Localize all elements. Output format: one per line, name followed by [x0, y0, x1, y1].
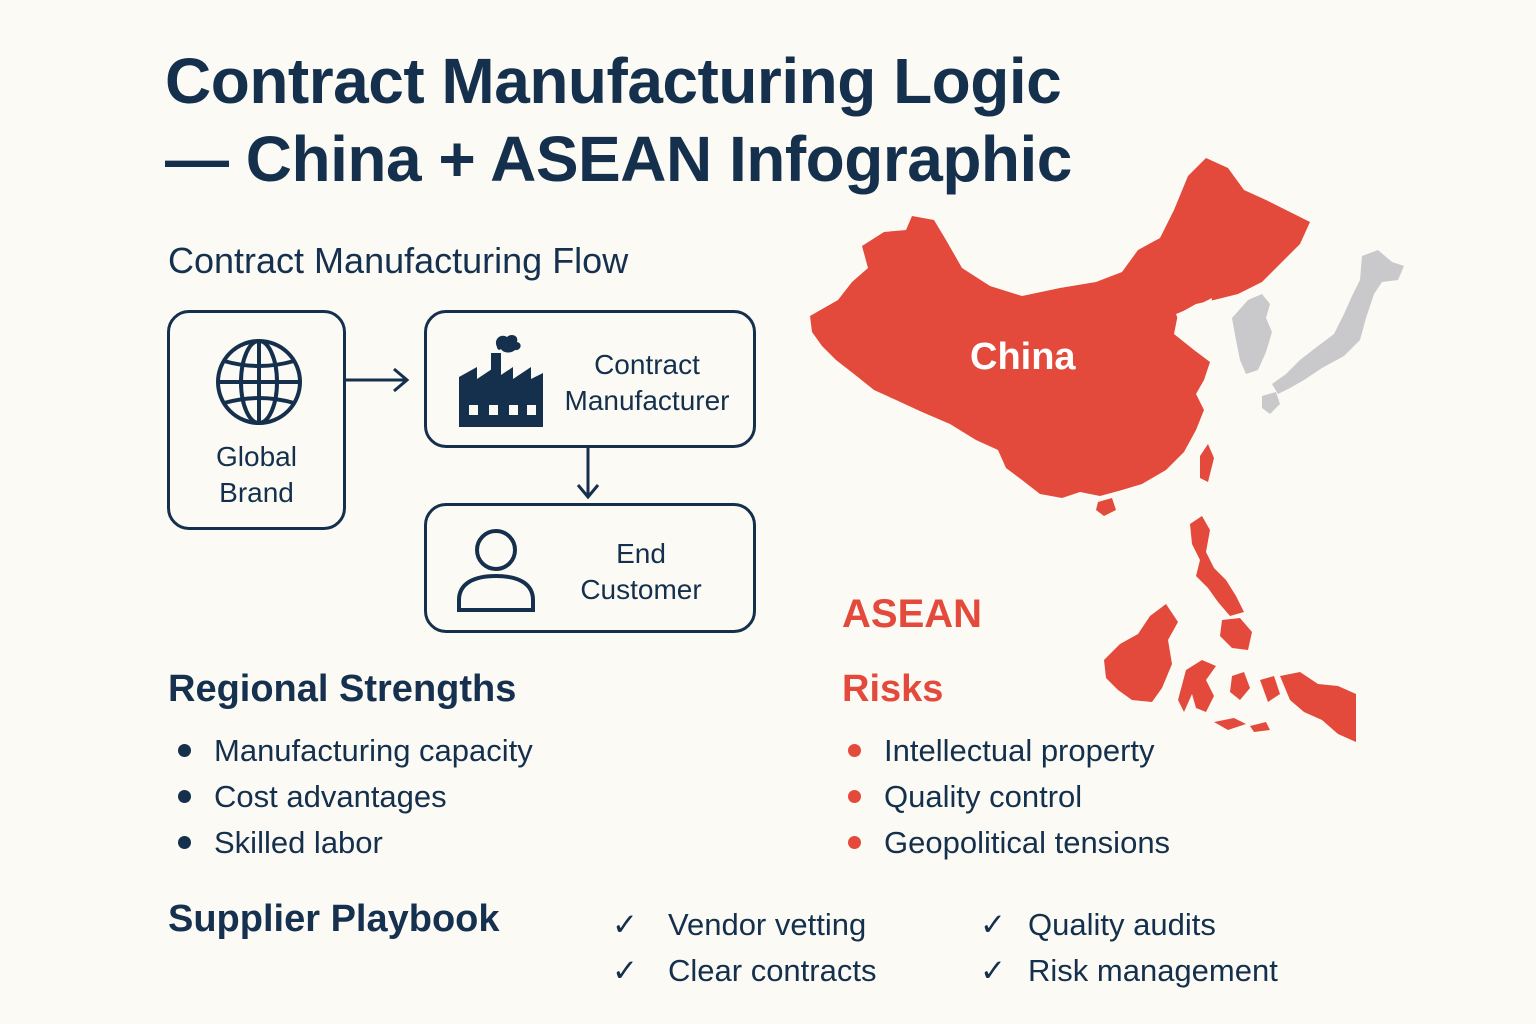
new-guinea-shape [1280, 672, 1356, 742]
taiwan-shape [1200, 444, 1214, 482]
japan-shape [1272, 250, 1404, 394]
checkmark-icon: ✓ [980, 907, 1006, 942]
contract-manufacturer-label-2: Manufacturer [564, 385, 730, 416]
global-brand-label-1: Global [216, 441, 297, 472]
global-brand-box: Global Brand [167, 310, 346, 530]
philippines-shape [1190, 516, 1244, 616]
china-shape [810, 158, 1310, 498]
bullet-icon [178, 744, 191, 757]
china-label: China [970, 336, 1076, 378]
strengths-heading: Regional Strengths [168, 668, 517, 710]
flow-heading: Contract Manufacturing Flow [168, 240, 629, 281]
bullet-icon [178, 790, 191, 803]
asean-label: ASEAN [842, 592, 983, 636]
borneo-shape [1104, 604, 1178, 702]
list-item: Geopolitical tensions [838, 820, 1170, 866]
moluccas-shape [1230, 672, 1250, 700]
arrow-down-icon [576, 448, 600, 500]
list-item: Intellectual property [838, 728, 1170, 774]
contract-manufacturer-label-1: Contract [594, 349, 700, 380]
arrow-right-icon [346, 367, 410, 393]
page-title: Contract Manufacturing Logic — China + A… [165, 42, 1145, 198]
list-item: Quality control [838, 774, 1170, 820]
playbook-item: ✓Risk management [980, 948, 1278, 994]
person-icon [457, 529, 535, 612]
sunda-islands-shape [1214, 718, 1270, 732]
list-item: Cost advantages [168, 774, 533, 820]
factory-icon [459, 334, 543, 427]
list-item: Manufacturing capacity [168, 728, 533, 774]
playbook-item: ✓Quality audits [980, 902, 1216, 948]
hainan-shape [1096, 498, 1116, 516]
checkmark-icon: ✓ [612, 907, 638, 942]
bullet-icon [848, 744, 861, 757]
china-gulf-cut [1176, 298, 1212, 330]
bullet-icon [178, 836, 191, 849]
global-brand-label-2: Brand [219, 477, 294, 508]
philippines-south-shape [1220, 618, 1252, 650]
playbook-heading: Supplier Playbook [168, 898, 500, 940]
checkmark-icon: ✓ [980, 953, 1006, 988]
title-line-2: — China + ASEAN Infographic [165, 123, 1072, 195]
globe-icon [216, 339, 302, 425]
playbook-item: ✓Clear contracts [612, 948, 876, 994]
japan-kyushu-shape [1262, 392, 1280, 414]
end-customer-label-2: Customer [580, 574, 702, 605]
asia-map [810, 158, 1404, 742]
title-line-1: Contract Manufacturing Logic [165, 45, 1062, 117]
bullet-icon [848, 790, 861, 803]
risks-list: Intellectual property Quality control Ge… [838, 728, 1170, 866]
list-item: Skilled labor [168, 820, 533, 866]
sulawesi-shape [1178, 660, 1216, 712]
contract-manufacturer-box: Contract Manufacturer [424, 310, 756, 448]
checkmark-icon: ✓ [612, 953, 638, 988]
risks-heading: Risks [842, 668, 944, 710]
bullet-icon [848, 836, 861, 849]
strengths-list: Manufacturing capacity Cost advantages S… [168, 728, 533, 866]
korea-shape [1232, 294, 1272, 374]
islands-east-shape [1260, 676, 1280, 702]
end-customer-box: End Customer [424, 503, 756, 633]
playbook-item: ✓Vendor vetting [612, 902, 866, 948]
end-customer-label-1: End [616, 538, 666, 569]
